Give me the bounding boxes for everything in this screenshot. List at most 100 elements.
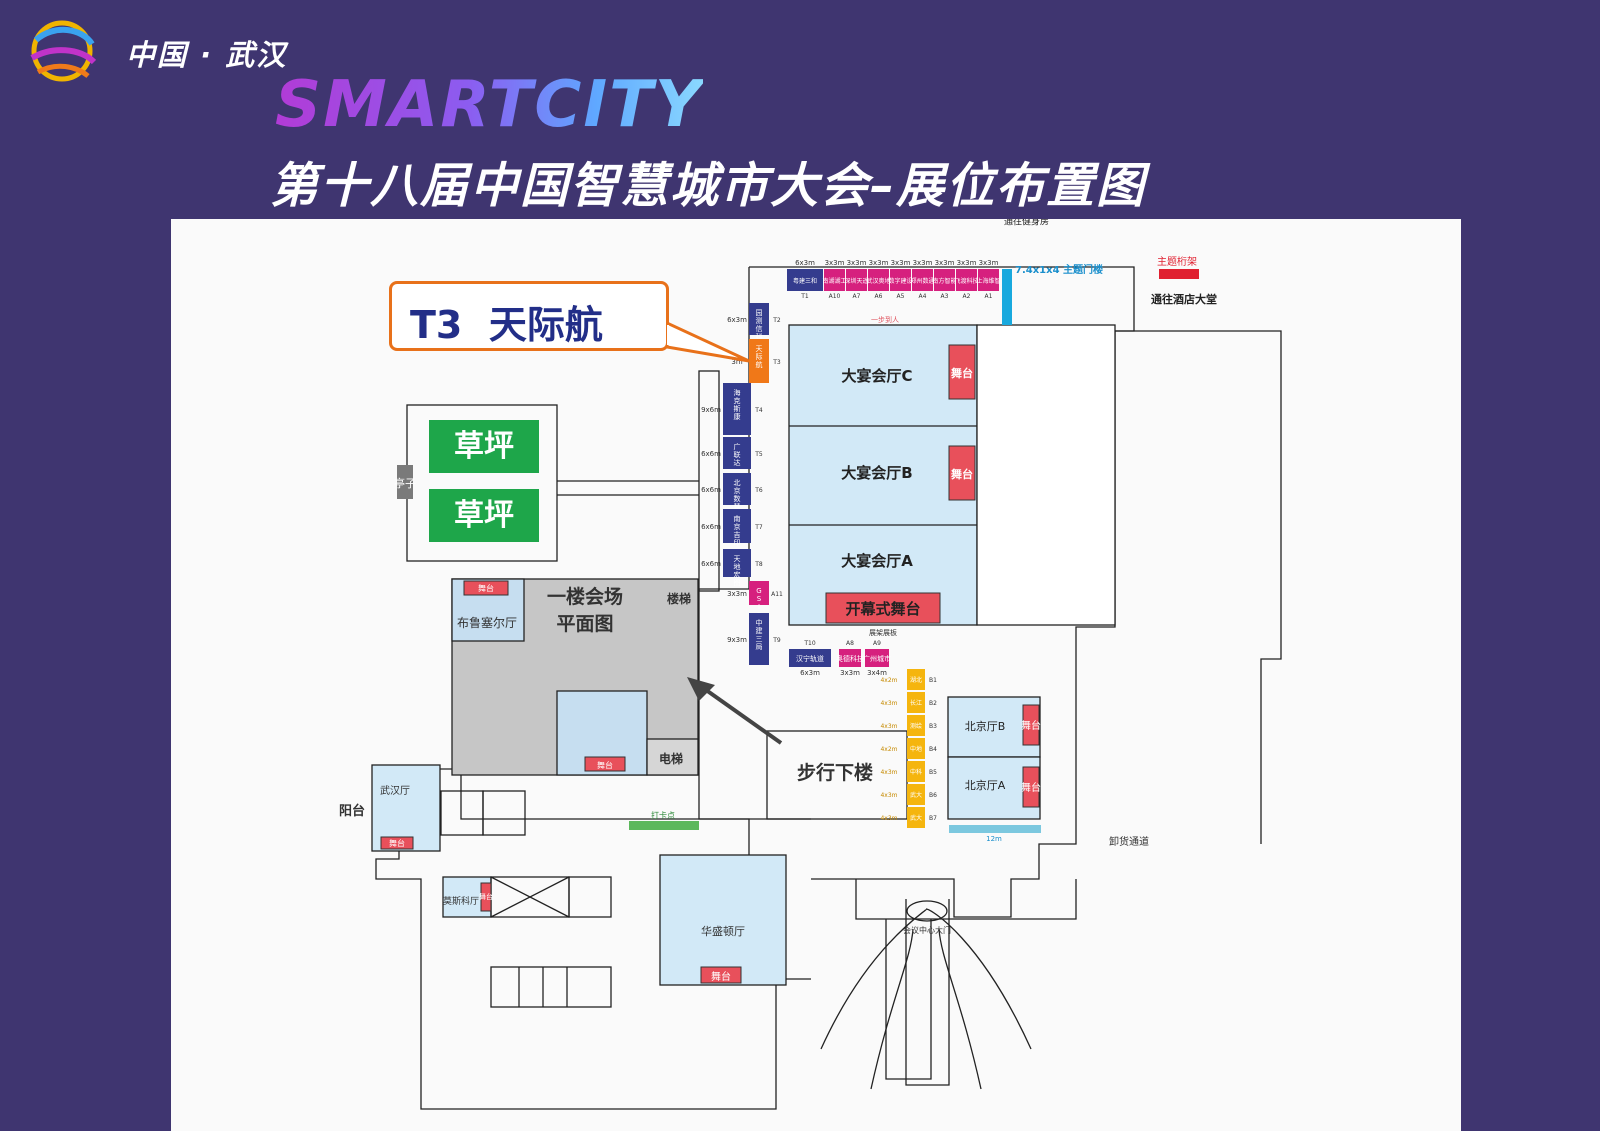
main-gate-label: 7.4x1x4 主题门楼 <box>1015 263 1103 276</box>
booth-T6[interactable] <box>723 473 751 505</box>
booth-size-T4: 9x6m <box>701 406 721 414</box>
svg-text:航: 航 <box>756 360 763 369</box>
booth-size-T6: 6x6m <box>701 486 721 494</box>
booth-T8[interactable] <box>723 549 751 577</box>
booth-size-A5: 3x3m <box>891 259 911 267</box>
booth-size-T8: 6x6m <box>701 560 721 568</box>
booth-size-T2: 6x3m <box>727 316 747 324</box>
booth-name-B6: 武大 <box>910 791 922 799</box>
svg-text:克: 克 <box>734 397 741 405</box>
beijing-b-stage <box>1022 704 1040 746</box>
booth-T5[interactable] <box>723 437 751 469</box>
booth-code-A6: A6 <box>875 293 883 300</box>
floor1-stage <box>584 756 626 772</box>
booth-B3[interactable] <box>907 715 925 736</box>
booth-size-A9: 3x4m <box>867 669 887 677</box>
booth-B1[interactable] <box>907 669 925 690</box>
booth-T10[interactable] <box>789 649 831 667</box>
booth-code-B5: B5 <box>929 769 937 776</box>
booth-size-A10: 3x3m <box>825 259 845 267</box>
booth-B6[interactable] <box>907 784 925 805</box>
main-entrance-label: 会议中心大门 <box>903 925 951 935</box>
moscow-stage-label: 舞台 <box>479 892 493 901</box>
booth-A9[interactable] <box>865 649 889 667</box>
page-title: 第十八届中国智慧城市大会–展位布置图 <box>270 158 1147 214</box>
booth-B5[interactable] <box>907 761 925 782</box>
svg-text:吉: 吉 <box>734 531 741 539</box>
booth-A11[interactable] <box>749 581 769 605</box>
booth-size-A7: 3x3m <box>847 259 867 267</box>
balcony-label: 阳台 <box>339 803 365 819</box>
booth-code-T1: T1 <box>800 293 809 300</box>
booth-name-T10: 汉宁轨道 <box>796 654 824 663</box>
svg-text:S: S <box>757 595 762 603</box>
exhibit-board-strip <box>949 825 1041 833</box>
booth-A10[interactable] <box>824 269 845 291</box>
beijing-b-stage-label: 舞台 <box>1021 719 1041 732</box>
moscow-label: 莫斯科厅 <box>443 895 479 907</box>
booth-size-T10: 6x3m <box>800 669 820 677</box>
booth-B2[interactable] <box>907 692 925 713</box>
booth-T7[interactable] <box>723 509 751 543</box>
svg-text:慧: 慧 <box>734 502 741 511</box>
direction-arrow <box>697 683 783 745</box>
booth-T9[interactable] <box>749 613 769 665</box>
conference-logo-icon <box>30 20 97 82</box>
booth-A5[interactable] <box>890 269 911 291</box>
booth-name-B3: 测绘 <box>910 722 922 730</box>
booth-size-A11: 3x3m <box>727 590 747 598</box>
booth-B4[interactable] <box>907 738 925 759</box>
booth-T1[interactable] <box>787 269 823 291</box>
booth-name-B7: 武大 <box>910 814 922 822</box>
svg-text:地: 地 <box>734 562 741 571</box>
booth-A3[interactable] <box>934 269 955 291</box>
booth-T2[interactable] <box>749 303 769 335</box>
booth-name-A3: 南方智能 <box>932 277 956 285</box>
svg-text:图: 图 <box>734 579 741 587</box>
booth-size-B3: 4x3m <box>880 723 897 730</box>
booth-B7[interactable] <box>907 807 925 828</box>
booth-A8[interactable] <box>839 649 861 667</box>
booth-A7[interactable] <box>846 269 867 291</box>
booth-size-A4: 3x3m <box>913 259 933 267</box>
booth-code-B2: B2 <box>929 700 937 707</box>
wuhan-hall-label: 武汉厅 <box>380 784 410 797</box>
brussels-stage-label: 舞台 <box>478 583 494 593</box>
lawn-lower-label: 草坪 <box>454 498 514 533</box>
booth-name-A4: 郑州数通 <box>910 277 934 285</box>
wuhan-stage-label: 舞台 <box>389 838 405 848</box>
booth-size-A1: 3x3m <box>979 259 999 267</box>
booth-A1[interactable] <box>978 269 999 291</box>
booth-code-T5: T5 <box>754 451 763 458</box>
svg-text:联: 联 <box>734 450 741 459</box>
booth-T4[interactable] <box>723 383 751 435</box>
svg-text:数: 数 <box>734 494 741 503</box>
booth-name-A1: 上海维智 <box>976 277 1000 285</box>
booth-code-A7: A7 <box>853 293 861 300</box>
arrow-head-icon <box>687 677 715 701</box>
to-gym-label: 通往健身房 <box>1004 219 1049 228</box>
booth-A6[interactable] <box>868 269 889 291</box>
svg-text:京: 京 <box>734 486 741 495</box>
booth-A2[interactable] <box>956 269 977 291</box>
booth-name-A6: 武汉奥地 <box>866 277 890 285</box>
booth-code-T10: T10 <box>803 640 815 647</box>
booth-T3[interactable] <box>749 339 769 383</box>
floor1-stage-label: 舞台 <box>597 760 613 770</box>
booth-code-T6: T6 <box>754 487 763 494</box>
booth-code-A11: A11 <box>771 591 783 598</box>
location-text: 中国 · 武汉 <box>126 38 288 72</box>
booth-A4[interactable] <box>912 269 933 291</box>
banquet-c-stage-label: 舞台 <box>951 366 973 380</box>
washington-stage-label: 舞台 <box>711 970 731 983</box>
checkin-label: 打卡点 <box>651 810 675 820</box>
booth-size-T1: 6x3m <box>795 259 815 267</box>
svg-text:达: 达 <box>734 458 741 467</box>
booth-size-A6: 3x3m <box>869 259 889 267</box>
